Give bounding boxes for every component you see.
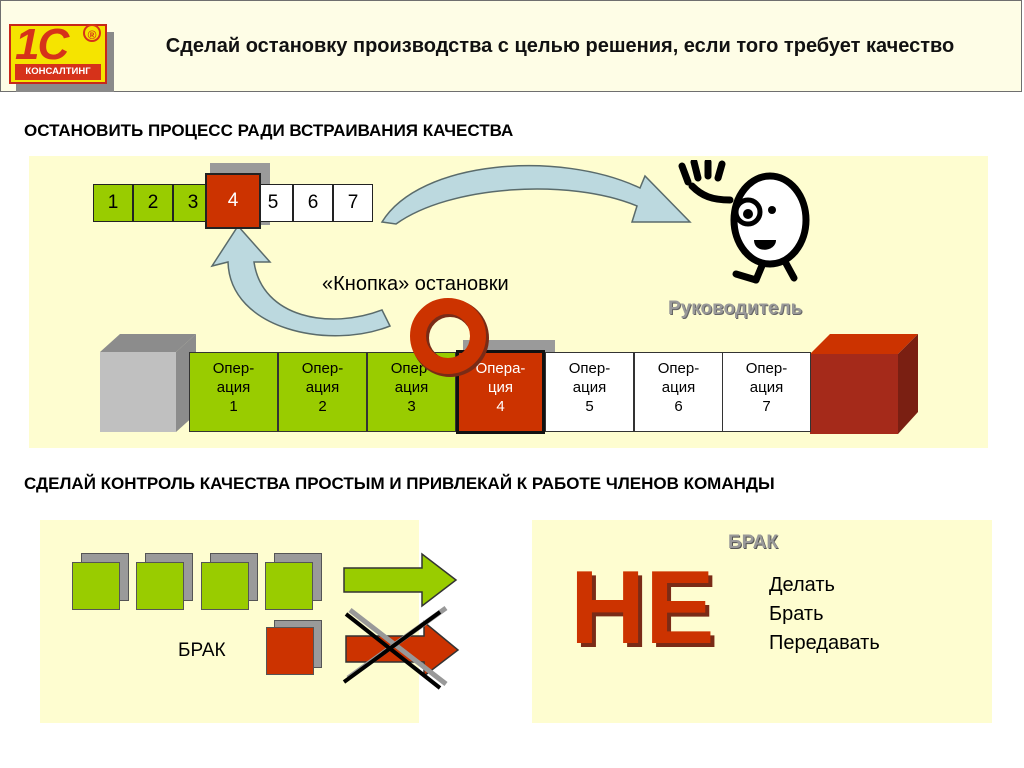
logo-sub-text: КОНСАЛТИНГ xyxy=(15,64,101,80)
number-cell-4-stopped: 4 xyxy=(205,173,261,229)
stop-button-label: «Кнопка» остановки xyxy=(322,273,509,295)
logo-main-text: 1С xyxy=(15,20,69,69)
action-do: Делать xyxy=(769,574,835,596)
good-part-4 xyxy=(265,562,313,610)
flow-arrows-section2 xyxy=(342,552,460,690)
manager-figure-icon xyxy=(678,160,810,284)
good-part-2 xyxy=(136,562,184,610)
defect-label-right: БРАК xyxy=(728,532,778,553)
page-title: Сделай остановку производства с целью ре… xyxy=(165,35,955,57)
manager-label: Руководитель xyxy=(668,298,803,319)
section1-title: ОСТАНОВИТЬ ПРОЦЕСС РАДИ ВСТРАИВАНИЯ КАЧЕ… xyxy=(24,121,514,140)
arrow-to-manager xyxy=(380,164,692,225)
conveyor-start-block xyxy=(100,334,196,432)
good-part-3 xyxy=(201,562,249,610)
cross-line-1 xyxy=(348,608,448,686)
number-cell-2: 2 xyxy=(133,184,173,222)
defect-part xyxy=(266,627,314,675)
logo-1c-consulting: 1С ® КОНСАЛТИНГ xyxy=(9,20,107,84)
stop-ring-button-icon xyxy=(410,298,489,377)
header-bar xyxy=(0,0,1022,92)
action-take: Брать xyxy=(769,603,824,625)
rules-panel xyxy=(532,520,992,723)
number-cell-1: 1 xyxy=(93,184,133,222)
good-part-1 xyxy=(72,562,120,610)
defect-label-left: БРАК xyxy=(178,640,226,661)
conveyor-end-block xyxy=(810,334,918,434)
number-cell-7: 7 xyxy=(333,184,373,222)
section2-title: СДЕЛАЙ КОНТРОЛЬ КАЧЕСТВА ПРОСТЫМ И ПРИВЛ… xyxy=(24,474,775,493)
arrow-to-cell-4 xyxy=(210,224,392,337)
registered-mark-icon: ® xyxy=(83,24,101,42)
actions-list: Делать Брать Передавать xyxy=(769,571,880,658)
number-cell-6: 6 xyxy=(293,184,333,222)
not-label: НЕ xyxy=(570,550,715,666)
action-pass: Передавать xyxy=(769,632,880,654)
pass-arrow-icon xyxy=(343,552,458,608)
